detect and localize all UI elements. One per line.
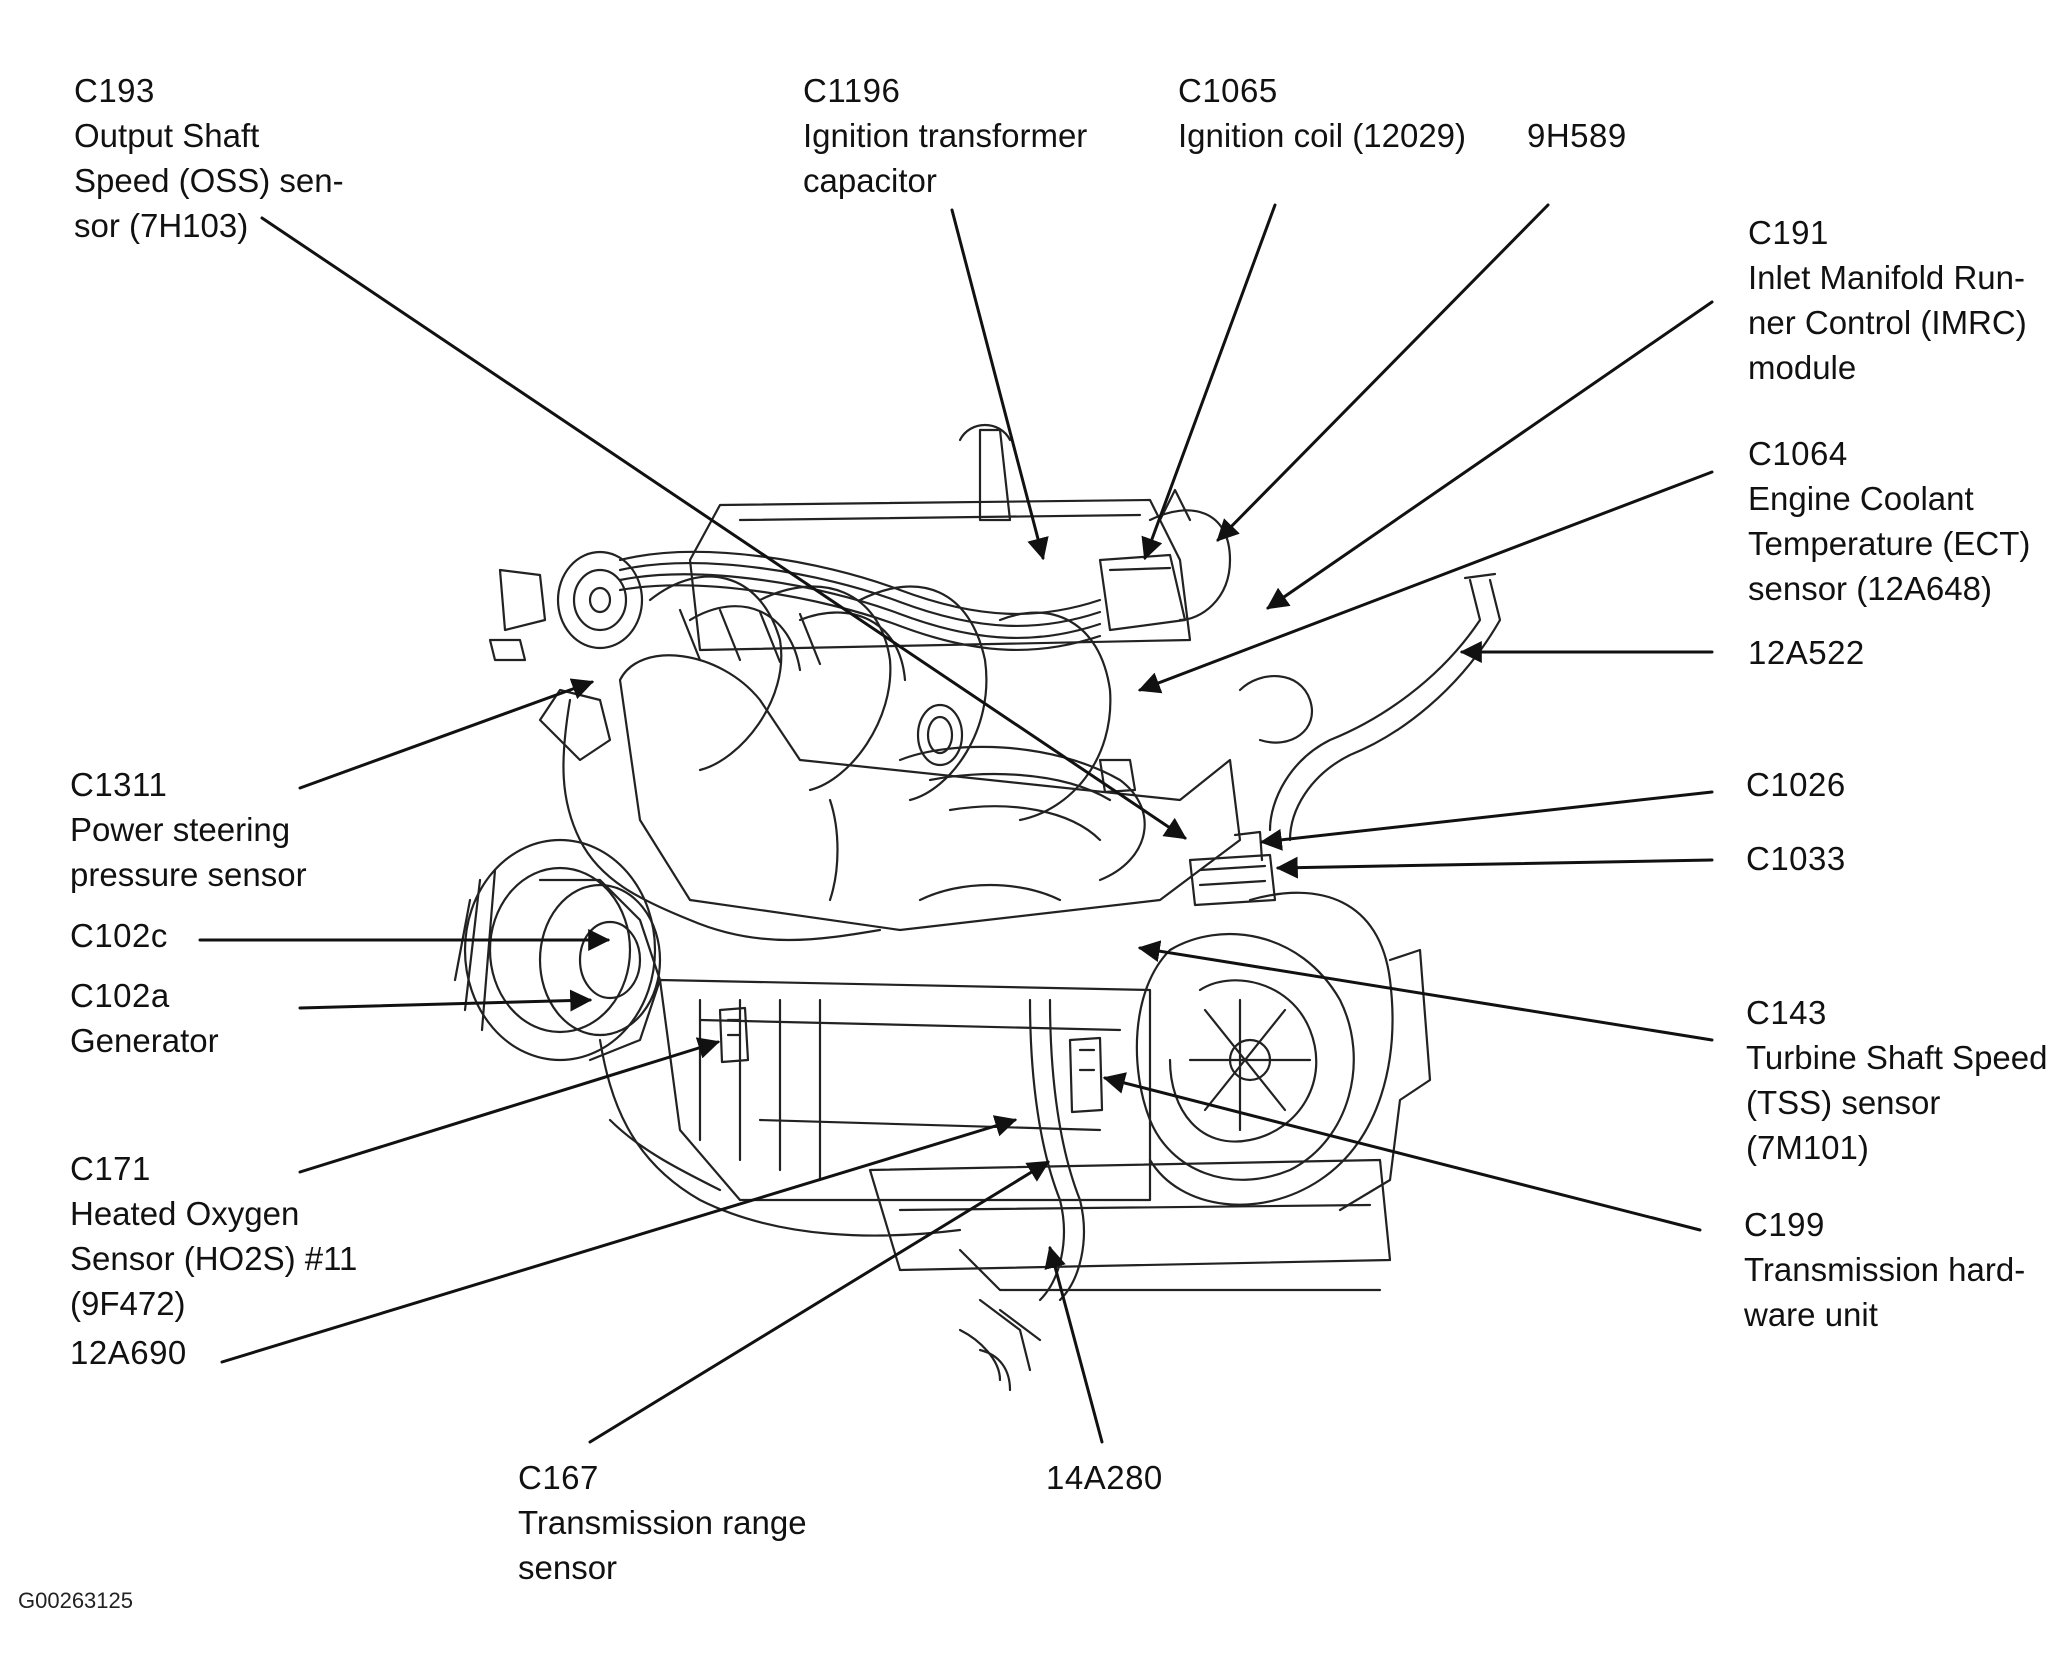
callout-12a522: 12A522 bbox=[1748, 630, 1865, 675]
callout-code: C102a bbox=[70, 977, 170, 1014]
callout-code: C1033 bbox=[1746, 840, 1846, 877]
callout-code: C1196 bbox=[803, 72, 901, 109]
callout-c143: C143 Turbine Shaft Speed (TSS) sensor (7… bbox=[1746, 990, 2047, 1170]
callout-text: sensor bbox=[518, 1549, 618, 1586]
callout-code: 12A690 bbox=[70, 1334, 187, 1371]
callout-text: ner Control (IMRC) bbox=[1748, 304, 2027, 341]
callout-c1033: C1033 bbox=[1746, 836, 1846, 881]
leader-c171 bbox=[298, 1037, 721, 1174]
callout-text: Generator bbox=[70, 1022, 219, 1059]
callout-code: C171 bbox=[70, 1150, 151, 1187]
callout-text: Inlet Manifold Run- bbox=[1748, 259, 2025, 296]
leader-c143 bbox=[1137, 940, 1714, 1042]
callout-c193: C193 Output Shaft Speed (OSS) sen- sor (… bbox=[74, 68, 344, 248]
callout-text: (9F472) bbox=[70, 1285, 186, 1322]
callout-text: sor (7H103) bbox=[74, 207, 249, 244]
leader-c193 bbox=[260, 216, 1187, 840]
figure-id: G00263125 bbox=[18, 1588, 133, 1613]
callout-text: Output Shaft bbox=[74, 117, 260, 154]
callout-code: C102c bbox=[70, 917, 168, 954]
callout-c167: C167 Transmission range sensor bbox=[518, 1455, 807, 1590]
leader-c102a bbox=[298, 989, 593, 1012]
leader-c1311 bbox=[298, 678, 595, 790]
callout-c1026: C1026 bbox=[1746, 762, 1846, 807]
leader-12a690 bbox=[220, 1115, 1018, 1364]
callout-text: Turbine Shaft Speed bbox=[1746, 1039, 2048, 1076]
callout-c1311: C1311 Power steering pressure sensor bbox=[70, 762, 307, 897]
callout-9h589: 9H589 bbox=[1527, 113, 1627, 158]
callout-text: Transmission hard- bbox=[1744, 1251, 2026, 1288]
callout-text: Heated Oxygen bbox=[70, 1195, 300, 1232]
callout-c1065: C1065 Ignition coil (12029) bbox=[1178, 68, 1466, 158]
callout-code: C143 bbox=[1746, 994, 1827, 1031]
callout-code: C193 bbox=[74, 72, 155, 109]
callout-c171: C171 Heated Oxygen Sensor (HO2S) #11 (9F… bbox=[70, 1146, 357, 1326]
callout-12a690: 12A690 bbox=[70, 1330, 187, 1375]
leader-lines bbox=[198, 203, 1714, 1444]
callout-text: (TSS) sensor bbox=[1746, 1084, 1941, 1121]
callout-c191: C191 Inlet Manifold Run- ner Control (IM… bbox=[1748, 210, 2027, 390]
callout-text: Sensor (HO2S) #11 bbox=[70, 1240, 358, 1277]
leader-c1033 bbox=[1275, 856, 1714, 879]
callout-code: C1026 bbox=[1746, 766, 1846, 803]
leader-c167 bbox=[588, 1160, 1050, 1444]
callout-c102a: C102a Generator bbox=[70, 973, 219, 1063]
leader-9h589 bbox=[1216, 203, 1550, 542]
callout-text: Engine Coolant bbox=[1748, 480, 1974, 517]
callout-text: pressure sensor bbox=[70, 856, 307, 893]
callout-code: C191 bbox=[1748, 214, 1829, 251]
callout-code: 14A280 bbox=[1046, 1459, 1163, 1496]
callout-text: sensor (12A648) bbox=[1748, 570, 1992, 607]
callout-c199: C199 Transmission hard- ware unit bbox=[1744, 1202, 2025, 1337]
callout-code: C1065 bbox=[1178, 72, 1278, 109]
callout-text: capacitor bbox=[803, 162, 937, 199]
callout-c1064: C1064 Engine Coolant Temperature (ECT) s… bbox=[1748, 431, 2030, 611]
callout-code: C167 bbox=[518, 1459, 599, 1496]
callout-text: Transmission range bbox=[518, 1504, 807, 1541]
leader-c1196 bbox=[950, 208, 1049, 561]
leader-14a280 bbox=[1044, 1245, 1104, 1444]
callout-text: Ignition coil (12029) bbox=[1178, 117, 1467, 154]
callout-code: C1311 bbox=[70, 766, 168, 803]
leader-c1065 bbox=[1141, 203, 1277, 561]
callout-text: Temperature (ECT) bbox=[1748, 525, 2031, 562]
callout-c102c: C102c bbox=[70, 913, 168, 958]
leader-c199 bbox=[1102, 1072, 1702, 1232]
leader-c191 bbox=[1266, 300, 1714, 610]
leader-c1064 bbox=[1137, 470, 1714, 694]
callout-text: module bbox=[1748, 349, 1857, 386]
callout-code: 9H589 bbox=[1527, 117, 1627, 154]
engine-block-drawing bbox=[453, 424, 1502, 1392]
callout-code: 12A522 bbox=[1748, 634, 1865, 671]
callout-14a280: 14A280 bbox=[1046, 1455, 1163, 1500]
callout-c1196: C1196 Ignition transformer capacitor bbox=[803, 68, 1087, 203]
leader-c1026 bbox=[1259, 790, 1714, 851]
callout-code: C199 bbox=[1744, 1206, 1825, 1243]
callout-text: (7M101) bbox=[1746, 1129, 1869, 1166]
callout-text: Power steering bbox=[70, 811, 291, 848]
callout-code: C1064 bbox=[1748, 435, 1848, 472]
callout-text: Ignition transformer bbox=[803, 117, 1088, 154]
callout-text: ware unit bbox=[1744, 1296, 1878, 1333]
callout-text: Speed (OSS) sen- bbox=[74, 162, 344, 199]
